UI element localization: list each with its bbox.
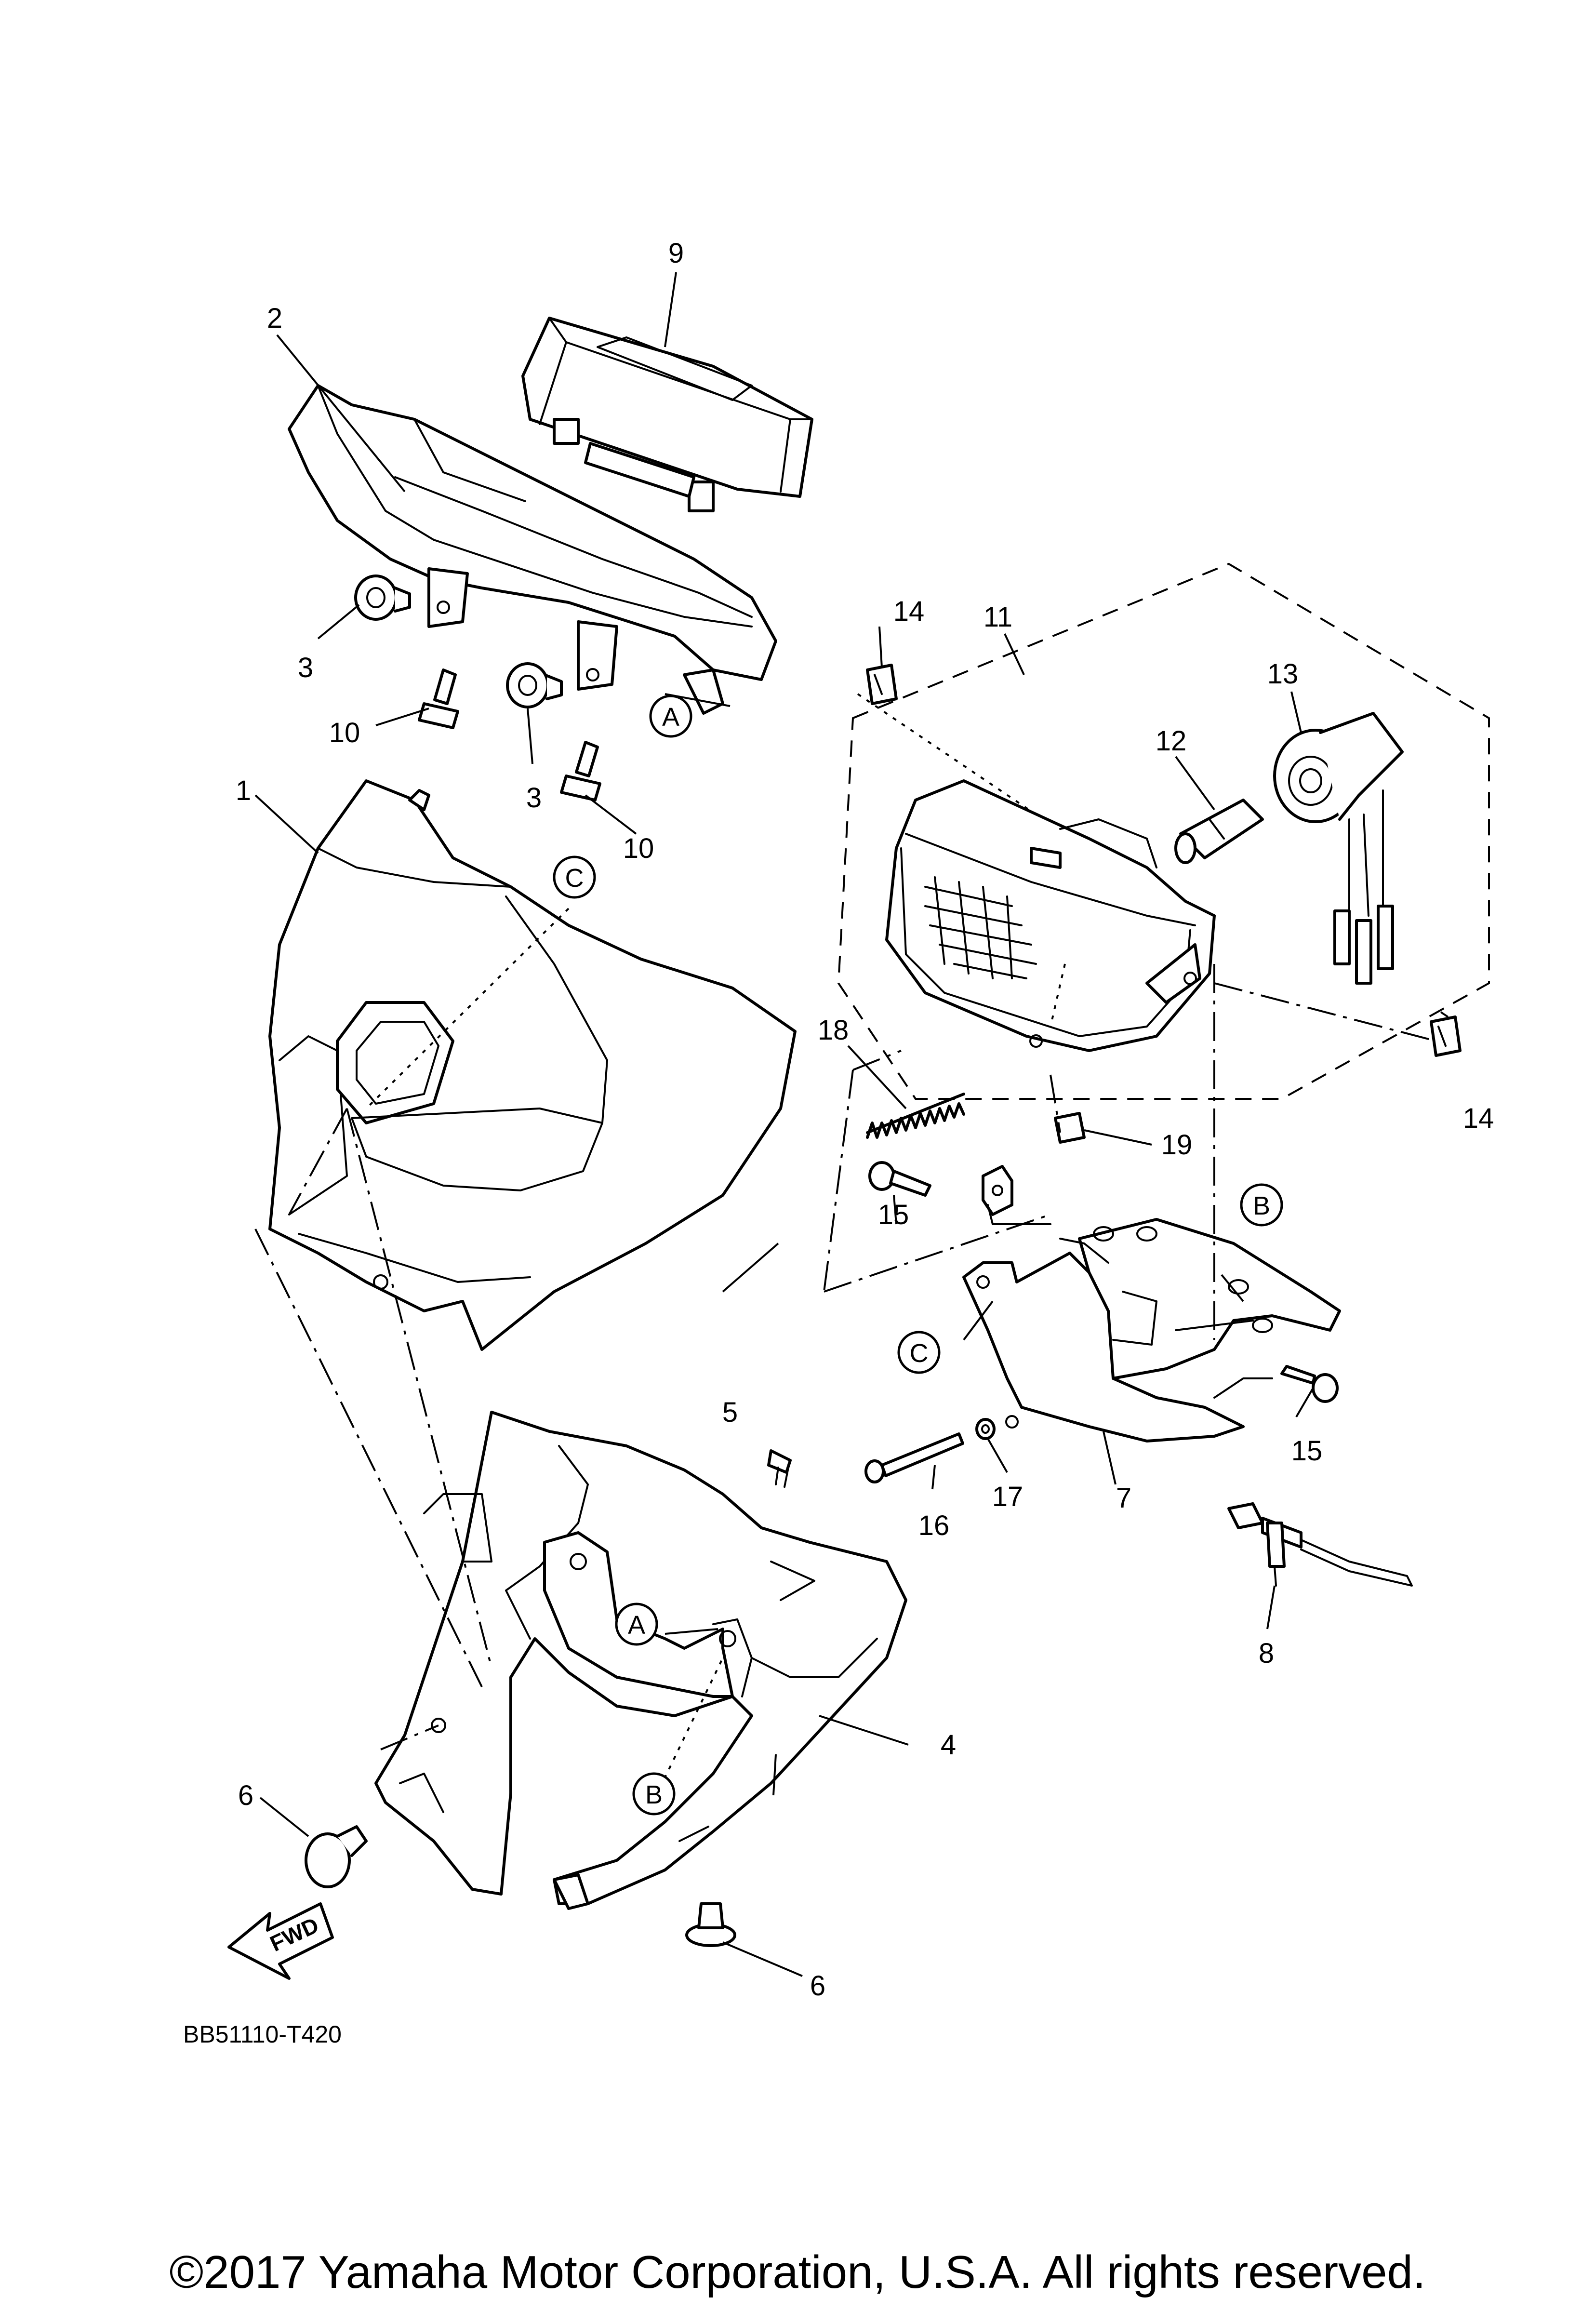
callout-5: 5 — [722, 1397, 738, 1428]
callout-11: 11 — [984, 601, 1012, 633]
callout-19: 19 — [1161, 1129, 1193, 1161]
headlight-bracket-part — [962, 1165, 1341, 1442]
svg-text:B: B — [1253, 1191, 1270, 1220]
callout-3: 3 — [298, 652, 313, 683]
callout-13: 13 — [1267, 658, 1299, 690]
ref-circle-a-top: A — [649, 695, 692, 738]
bulb-socket-part — [1273, 712, 1404, 985]
svg-text:A: A — [628, 1611, 645, 1640]
meter-assembly-part — [521, 317, 813, 512]
callout-6-b: 6 — [810, 1970, 825, 2002]
callout-4: 4 — [941, 1729, 956, 1761]
rivet-part — [305, 1825, 736, 1947]
washer-part — [975, 1418, 996, 1440]
callout-15: 15 — [878, 1199, 909, 1230]
callout-7: 7 — [1116, 1483, 1131, 1514]
callout-15-b: 15 — [1291, 1435, 1323, 1467]
diagram-code: BB51110-T420 — [183, 2021, 342, 2048]
callout-2: 2 — [267, 303, 282, 334]
ref-circle-b-cover: B — [632, 1772, 676, 1816]
grommet-part — [354, 574, 563, 708]
callout-labels: 9 2 3 10 3 10 1 14 11 13 12 14 18 19 15 … — [236, 238, 1494, 2002]
callout-14: 14 — [893, 596, 925, 627]
callout-1: 1 — [236, 775, 251, 806]
screw-part — [767, 1449, 792, 1488]
svg-text:C: C — [565, 864, 584, 893]
callout-18: 18 — [818, 1015, 849, 1046]
callout-12: 12 — [1156, 725, 1187, 757]
copyright-notice: ©2017 Yamaha Motor Corporation, U.S.A. A… — [169, 2246, 1426, 2298]
inner-cover-part — [374, 1411, 907, 1910]
ref-circle-b-right: B — [1240, 1183, 1283, 1227]
callout-9: 9 — [668, 238, 684, 269]
headlight-part — [885, 779, 1216, 1052]
long-bolt-part — [864, 1432, 964, 1483]
spring-part — [866, 1093, 965, 1139]
ref-circle-a-cover: A — [615, 1603, 658, 1646]
clip-part — [866, 664, 1462, 1057]
callout-8: 8 — [1259, 1638, 1274, 1669]
svg-text:B: B — [645, 1780, 663, 1809]
callout-17: 17 — [992, 1481, 1023, 1512]
callout-3-b: 3 — [526, 782, 542, 814]
nut-part — [1054, 1112, 1086, 1144]
bulb-part — [1174, 799, 1264, 864]
headlight-screw-part — [868, 1161, 1339, 1403]
headlight-assembly-boundary — [837, 562, 1490, 1100]
bolt-part — [418, 668, 601, 801]
callout-14-b: 14 — [1463, 1103, 1494, 1134]
ref-circle-c-top: C — [553, 855, 596, 899]
front-cowl-part — [268, 779, 797, 1351]
leader-lines — [254, 272, 1449, 1977]
ref-circle-c-bracket: C — [897, 1331, 941, 1374]
svg-text:C: C — [910, 1339, 929, 1368]
svg-text:A: A — [662, 703, 679, 732]
cable-band-part — [1227, 1502, 1413, 1587]
lens-grid — [924, 876, 1037, 979]
callout-6: 6 — [238, 1780, 253, 1811]
reference-lines — [254, 693, 1436, 1808]
meter-bracket-part — [288, 384, 777, 715]
callout-10: 10 — [329, 717, 360, 748]
callout-16: 16 — [918, 1510, 950, 1541]
callout-10-b: 10 — [623, 833, 654, 864]
fwd-arrow: FWD — [227, 1902, 334, 1980]
